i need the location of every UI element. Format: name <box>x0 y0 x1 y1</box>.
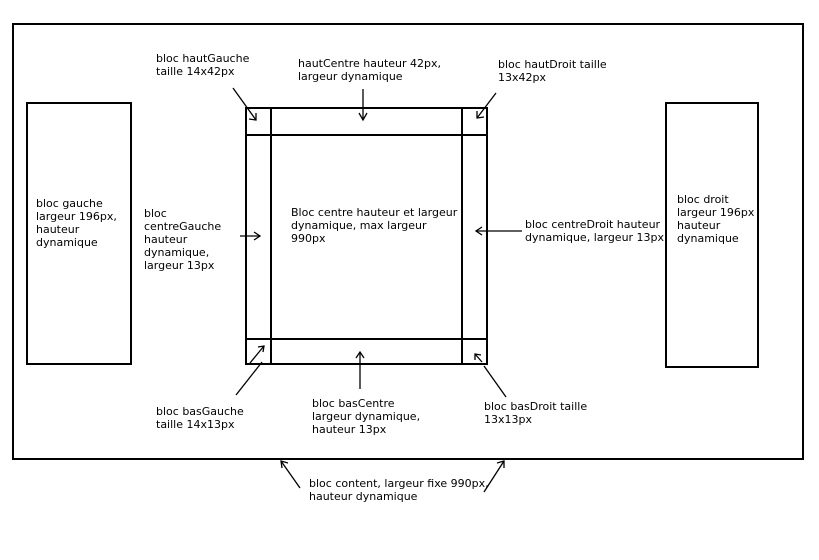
center-frame <box>245 107 488 365</box>
label-centre-gauche: bloc centreGauche hauteur dynamique, lar… <box>144 207 222 272</box>
bottom-divider-line <box>245 338 488 340</box>
label-bas-gauche: bloc basGauche taille 14x13px <box>156 405 244 431</box>
arrow-bas-gauche-inner <box>249 345 265 364</box>
arrow-bas-droit-inner <box>474 353 483 363</box>
label-haut-centre: hautCentre hauteur 42px, largeur dynamiq… <box>298 57 442 83</box>
arrow-haut-gauche <box>232 87 257 121</box>
label-content: bloc content, largeur fixe 990px, hauteu… <box>309 477 489 503</box>
label-droit: bloc droit largeur 196px hauteur dynamiq… <box>677 193 755 245</box>
arrow-bas-droit <box>483 365 507 398</box>
label-centre-droit: bloc centreDroit hauteur dynamique, larg… <box>525 218 665 244</box>
label-haut-gauche: bloc hautGauche taille 14x42px <box>156 52 250 78</box>
top-divider-line <box>245 134 488 136</box>
label-centre: Bloc centre hauteur et largeur dynamique… <box>291 206 458 245</box>
label-bas-centre: bloc basCentre largeur dynamique, hauteu… <box>312 397 421 436</box>
arrow-content-left <box>280 460 301 489</box>
right-divider-line <box>461 107 463 365</box>
left-divider-line <box>270 107 272 365</box>
label-gauche: bloc gauche largeur 196px, hauteur dynam… <box>36 197 117 249</box>
label-bas-droit: bloc basDroit taille 13x13px <box>484 400 588 426</box>
arrow-haut-droit <box>476 92 497 119</box>
left-block <box>26 102 132 365</box>
arrow-bas-gauche <box>235 361 263 396</box>
right-block <box>665 102 759 368</box>
arrow-content-right <box>483 460 505 493</box>
label-haut-droit: bloc hautDroit taille 13x42px <box>498 58 607 84</box>
